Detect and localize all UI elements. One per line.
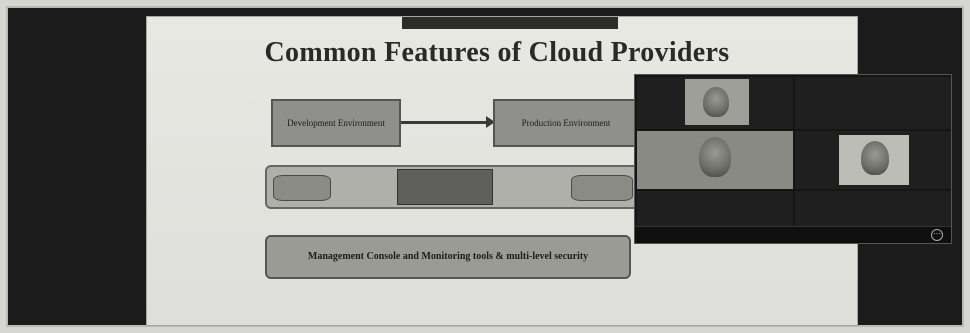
video-call-footer: ⋯ [635, 226, 951, 243]
participant-face-1 [703, 87, 729, 117]
participant-tile-6[interactable] [795, 191, 951, 227]
development-environment-label: Development Environment [287, 118, 385, 128]
participant-tile-1[interactable] [637, 77, 793, 129]
video-call-panel: ⋯ [634, 74, 952, 244]
storage-left-cylinder [273, 175, 331, 201]
production-environment-box: Production Environment [493, 99, 639, 147]
storage-row [265, 165, 641, 209]
participant-tile-3[interactable] [637, 131, 793, 189]
screen-share-toolbar[interactable] [402, 17, 618, 29]
participant-face-4 [861, 141, 889, 175]
slide-title: Common Features of Cloud Providers [264, 37, 730, 68]
participant-tile-5[interactable] [637, 191, 793, 227]
arrow-connector [401, 116, 495, 128]
storage-right-cylinder [571, 175, 633, 201]
management-console-box: Management Console and Monitoring tools … [265, 235, 631, 279]
more-options-icon[interactable]: ⋯ [931, 229, 943, 241]
storage-middle-box [397, 169, 493, 205]
participant-tile-2[interactable] [795, 77, 951, 129]
screen-frame: Common Features of Cloud Providers Devel… [6, 6, 964, 327]
production-environment-label: Production Environment [521, 118, 611, 128]
development-environment-box: Development Environment [271, 99, 401, 147]
management-console-label: Management Console and Monitoring tools … [307, 251, 589, 262]
participant-tile-4[interactable] [795, 131, 951, 189]
participant-face-3 [699, 137, 731, 177]
